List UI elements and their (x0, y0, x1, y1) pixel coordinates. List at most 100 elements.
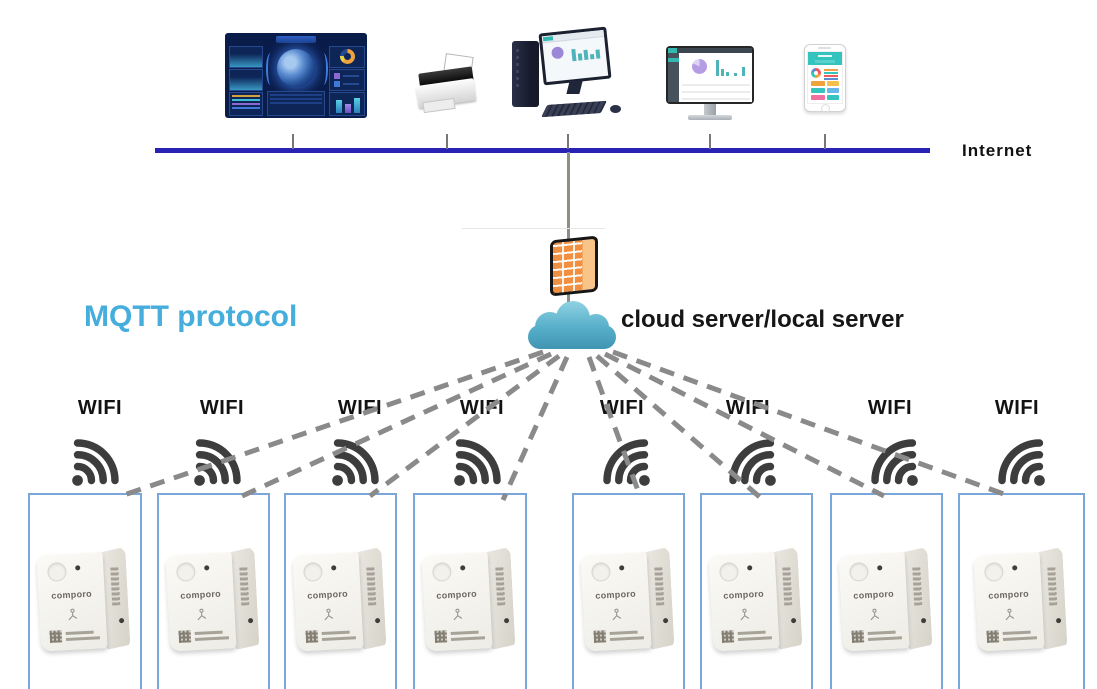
cloud-server-label: cloud server/local server (621, 306, 904, 333)
gateway-device-box: comporo (284, 493, 397, 689)
device-front-face: comporo (165, 552, 236, 652)
device-brand-label: comporo (722, 588, 764, 601)
device-button (431, 561, 452, 582)
monitor-base (688, 115, 732, 120)
wifi-gateway-unit: WIFI comporo (284, 0, 397, 689)
device-brand-label: comporo (852, 588, 894, 601)
device-front-face: comporo (36, 552, 108, 652)
wifi-gateway-unit: WIFI comporo (830, 0, 943, 689)
device-front-face: comporo (838, 552, 909, 652)
dashboard-kpi-panel (329, 69, 365, 91)
device-brand-label: comporo (306, 588, 348, 601)
device-brand-label: comporo (51, 588, 93, 601)
device-button (590, 561, 611, 582)
device-qr-code (178, 630, 191, 643)
dashboard-list-panel (229, 92, 263, 116)
wifi-label: WIFI (994, 397, 1040, 419)
device-front-face: comporo (973, 552, 1044, 652)
globe-arc (319, 53, 328, 85)
phone-home-button (821, 104, 830, 113)
wifi-signal-icon (603, 439, 650, 486)
device-sensor-icon (612, 608, 621, 621)
device-led (876, 565, 882, 571)
wifi-signal-icon (871, 439, 918, 486)
device-front-face: comporo (421, 552, 493, 652)
device-brand-label: comporo (179, 588, 221, 601)
gateway-device-box: comporo (157, 493, 270, 689)
bus-tick (567, 134, 569, 149)
device-button (718, 561, 739, 582)
dashboard-area-chart (229, 69, 263, 91)
wifi-gateway-unit: WIFI comporo (28, 0, 142, 689)
gateway-device-box: comporo (28, 493, 142, 689)
device-qr-code (721, 630, 734, 643)
firewall-brick-wall-icon (550, 235, 598, 297)
wifi-signal-icon (454, 439, 501, 486)
device-button (302, 561, 323, 582)
device-sensor-icon (870, 608, 879, 621)
device-brand-label: comporo (436, 588, 478, 601)
phone-speaker (818, 47, 831, 49)
dashboard-bar-panel (329, 92, 365, 116)
device-led (203, 565, 209, 571)
dashboard-monitor (666, 46, 754, 120)
device-qr-code (986, 630, 999, 643)
device-front-face: comporo (580, 552, 651, 652)
wifi-gateway-unit: WIFI comporo (413, 0, 527, 689)
dashboard-table (267, 91, 325, 116)
gateway-device-box: comporo (958, 493, 1085, 689)
device-led (1011, 565, 1017, 571)
bus-tick (709, 134, 711, 149)
wifi-signal-icon (729, 439, 776, 486)
wifi-signal-icon (998, 439, 1045, 486)
gateway-device-box: comporo (700, 493, 813, 689)
dashboard-title-bar (276, 36, 316, 43)
device-qr-code (305, 630, 318, 643)
wifi-signal-icon (72, 439, 119, 486)
monitoring-dashboard-screen (225, 33, 367, 118)
device-sensor-icon (740, 608, 749, 621)
bus-tick (446, 134, 448, 149)
drop-connector-line (567, 152, 570, 308)
monitor-stand (704, 104, 716, 116)
device-qr-code (593, 630, 606, 643)
device-sensor-icon (68, 608, 78, 621)
wifi-signal-icon (332, 439, 379, 486)
device-button (46, 561, 67, 582)
wifi-label: WIFI (725, 397, 771, 419)
phone-screen (807, 51, 843, 104)
wifi-gateway-unit: WIFI comporo (700, 0, 813, 689)
bus-tick (824, 134, 826, 149)
device-button (983, 561, 1004, 582)
computer-tower (512, 41, 539, 107)
wifi-label: WIFI (599, 397, 645, 419)
pie-chart (692, 59, 707, 74)
faint-divider-line (462, 228, 605, 229)
gateway-device: comporo (163, 543, 265, 660)
globe-arc (266, 53, 275, 85)
gateway-device-box: comporo (572, 493, 685, 689)
device-button (175, 561, 196, 582)
dashboard-area-chart (229, 46, 263, 68)
device-led (330, 565, 336, 571)
device-front-face: comporo (708, 552, 779, 652)
device-brand-label: comporo (594, 588, 636, 601)
internet-bus-line (155, 148, 930, 153)
device-qr-code (851, 630, 864, 643)
gateway-device-box: comporo (413, 493, 527, 689)
gateway-device: comporo (836, 543, 938, 660)
dashboard-donut-panel (329, 46, 365, 68)
device-led (75, 565, 81, 571)
device-button (848, 561, 869, 582)
device-brand-label: comporo (987, 588, 1029, 601)
monitor-bezel (666, 46, 754, 104)
smartphone (804, 44, 846, 113)
wifi-gateway-unit: WIFI comporo (958, 0, 1085, 689)
device-qr-code (49, 630, 63, 643)
device-sensor-icon (1005, 608, 1014, 621)
wifi-label: WIFI (199, 397, 245, 419)
gateway-device-box: comporo (830, 493, 943, 689)
wifi-label: WIFI (337, 397, 383, 419)
device-led (618, 565, 624, 571)
